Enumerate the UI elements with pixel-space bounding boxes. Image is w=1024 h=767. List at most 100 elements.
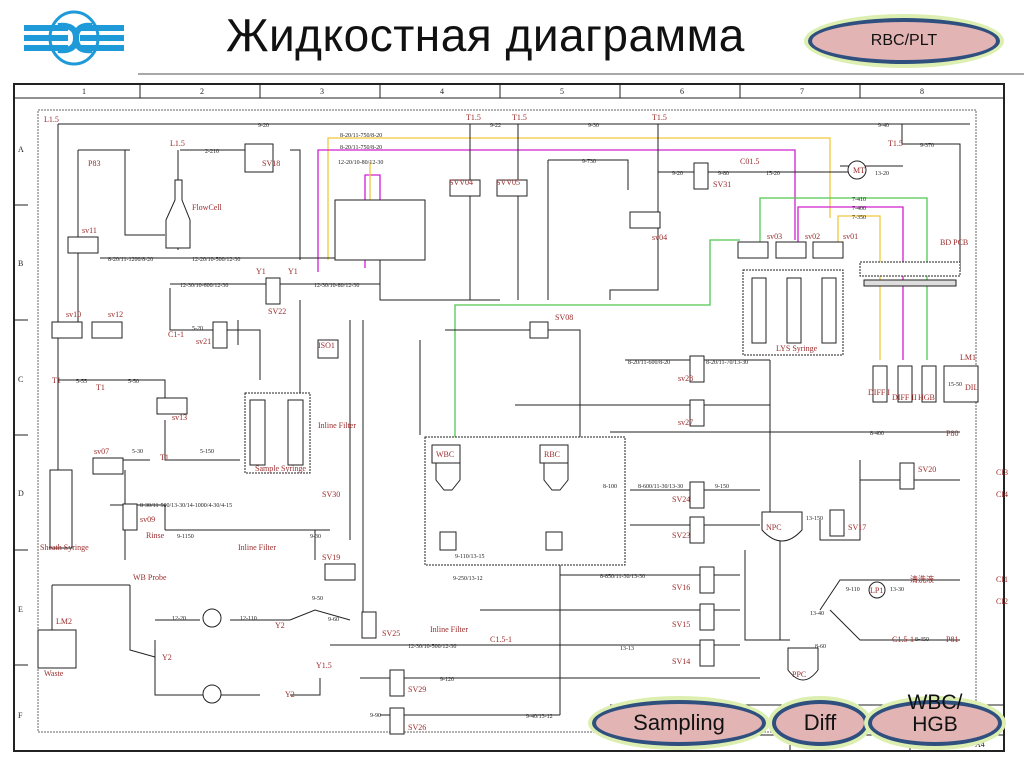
- svv05-label: SVV05: [496, 178, 520, 187]
- bd-pcb-box: [859, 261, 961, 277]
- y2-label: Y2: [162, 653, 172, 662]
- pump-lp1: [868, 581, 886, 599]
- tube-label: 5-55: [76, 379, 87, 385]
- valve-sv11: [67, 236, 99, 254]
- bottle-label: DIFF I: [868, 388, 890, 397]
- row-label: F: [18, 711, 23, 720]
- sv20-label: SV20: [918, 465, 936, 474]
- rbc-plt-button[interactable]: RBC/PLT: [808, 18, 1000, 64]
- sv19-label: SV19: [322, 553, 340, 562]
- row-label: D: [18, 489, 24, 498]
- tube-label: 9-90: [370, 713, 381, 719]
- valve-svv04: [449, 179, 481, 197]
- inline-filter-label: Inline Filter: [238, 543, 276, 552]
- sheet-frame: [13, 83, 1005, 752]
- pump-mt: [847, 160, 867, 180]
- cleaner-label: 清洗液: [910, 574, 934, 584]
- flowcell-label: FlowCell: [192, 203, 223, 212]
- iso1-sensor: [317, 339, 339, 359]
- sv10-label: sv10: [66, 310, 81, 319]
- row-label: E: [18, 605, 23, 614]
- valve-sv20: [899, 462, 915, 490]
- col-label: 1: [82, 87, 86, 96]
- rinse-label: Rinse: [146, 531, 165, 540]
- npc-chamber: [761, 511, 803, 542]
- component-label: L1.5: [44, 115, 59, 124]
- rbc-plt-sensor: [334, 199, 426, 261]
- tube-label: 12-20/10-80/12-30: [338, 160, 383, 166]
- tube-label: 9-370: [920, 143, 934, 149]
- ci1-label: CI1: [996, 575, 1008, 584]
- mt-label: MT: [853, 166, 865, 175]
- tube-label: 8-850/11-30/13-30: [600, 574, 645, 580]
- sv28-label: sv28: [678, 374, 693, 383]
- tube-label: 8-400: [870, 431, 884, 437]
- valve-sv27: [689, 399, 705, 427]
- t1-label: T1: [52, 376, 61, 385]
- valve-sv28: [689, 355, 705, 383]
- tube-label: 9-120: [440, 677, 454, 683]
- lm1-label: LM1: [960, 353, 976, 362]
- sampling-button[interactable]: Sampling: [592, 700, 766, 746]
- diff-label: Diff: [803, 710, 837, 735]
- component-label: T1.5: [466, 113, 481, 122]
- tube-label: 8-20/11-600/8-20: [628, 360, 670, 366]
- y15-label: Y1.5: [316, 661, 332, 670]
- tube-label: 9-730: [582, 159, 596, 165]
- tube-label: 8-20/11-750/8-20: [340, 145, 382, 151]
- yellow-reagent-line: [327, 137, 831, 260]
- tube-label: 9-150: [715, 484, 729, 490]
- waste-label: Waste: [44, 669, 64, 678]
- valve-sv15: [699, 603, 715, 631]
- sv11-label: sv11: [82, 226, 97, 235]
- component-label: T1.5: [888, 139, 903, 148]
- bottle-label: HGB: [918, 393, 935, 402]
- sv03-label: sv03: [767, 232, 782, 241]
- component-label: T1.5: [652, 113, 667, 122]
- valve-sv02: [775, 241, 807, 259]
- bottle-diff2: [897, 365, 913, 403]
- inner-boundary: [37, 109, 977, 733]
- sv30-label: SV30: [322, 490, 340, 499]
- tube-label: 12-30/10-600/12-30: [180, 283, 228, 289]
- sv27-label: sv27: [678, 418, 693, 427]
- sv31-label: SV31: [713, 180, 731, 189]
- tube-label: 9-40: [878, 123, 889, 129]
- tube-label: 5-50: [128, 379, 139, 385]
- grid-labels: 1 2 3 4 5 6 7 8 A B C D E F A4: [18, 87, 985, 749]
- sv18-label: SV18: [262, 159, 280, 168]
- valve-sv16: [699, 566, 715, 594]
- sv02-label: sv02: [805, 232, 820, 241]
- tube-label: 7-350: [852, 215, 866, 221]
- sheath-syringe-label: Sheath Syringe: [40, 543, 89, 552]
- valve-sv12: [91, 321, 123, 339]
- tube-label: 7-400: [852, 206, 866, 212]
- c15-label: C1.5-1: [490, 635, 512, 644]
- lm2-label: LM2: [56, 617, 72, 626]
- ci2-label: CI2: [996, 597, 1008, 606]
- company-logo-icon: [24, 10, 124, 66]
- sampling-label: Sampling: [633, 710, 725, 735]
- iso1-label: ISO1: [318, 341, 335, 350]
- col-label: 7: [800, 87, 804, 96]
- tube-label: 8-450: [915, 637, 929, 643]
- col-label: 6: [680, 87, 684, 96]
- valve-sv30: [324, 563, 356, 581]
- sv14-label: SV14: [672, 657, 690, 666]
- flowcell-icon: [165, 179, 191, 249]
- tube-label: 8-20/11-1200/8-20: [108, 257, 153, 263]
- component-label: T1.5: [512, 113, 527, 122]
- wb-probe-label: WB Probe: [133, 573, 167, 582]
- valve-sv07: [92, 457, 124, 475]
- container-dil: [943, 365, 979, 403]
- sv21-label: sv21: [196, 337, 211, 346]
- diff-button[interactable]: Diff: [772, 700, 868, 746]
- wbc-hgb-button[interactable]: WBC/ HGB: [868, 692, 1002, 746]
- sv22-label: SV22: [268, 307, 286, 316]
- tubing: [51, 123, 970, 716]
- sv08-label: SV08: [555, 313, 573, 322]
- col-label: 4: [440, 87, 444, 96]
- bottle-hgb: [921, 365, 937, 403]
- sv09-label: sv09: [140, 515, 155, 524]
- tube-label: 13-30: [890, 587, 904, 593]
